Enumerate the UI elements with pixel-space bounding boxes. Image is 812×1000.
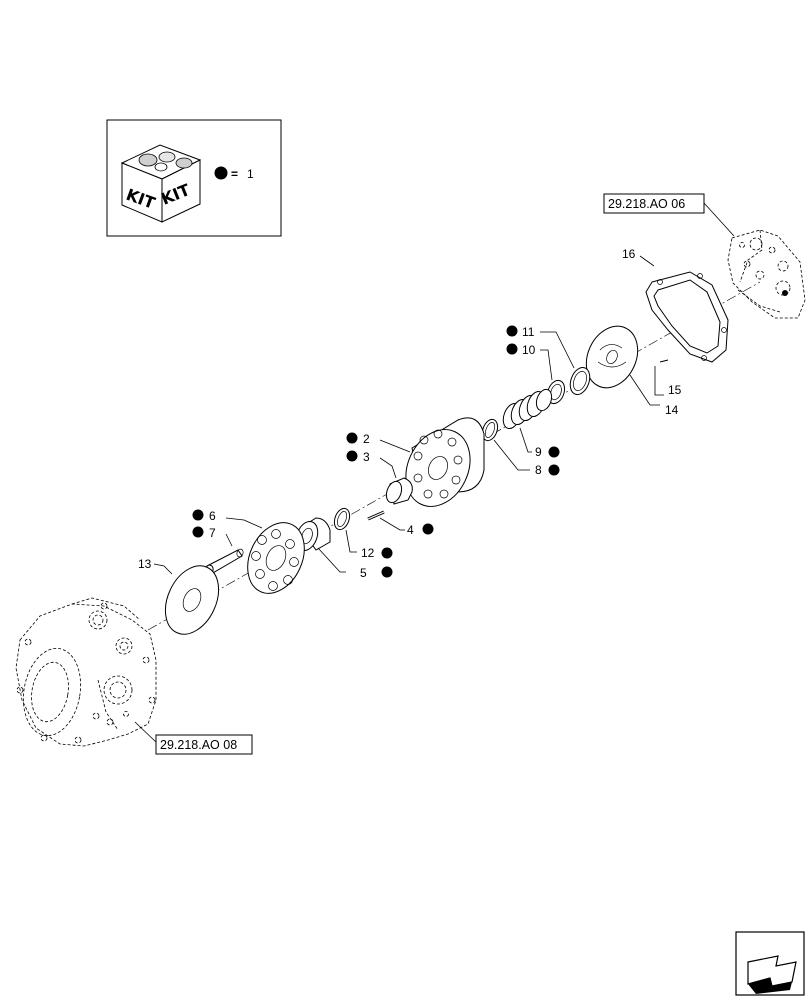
reference-text-bottom: 29.218.AO 08 [160, 738, 237, 752]
callout-12: 12 [361, 546, 375, 560]
part-8-ring [481, 418, 499, 442]
callout-9: 9 [535, 445, 542, 459]
callout-7: 7 [209, 526, 216, 540]
kit-dot-5 [381, 566, 393, 578]
callout-10: 10 [522, 343, 536, 357]
part-13-swash-plate [164, 565, 220, 635]
kit-dot-7 [192, 526, 204, 538]
part-12-ring [333, 507, 351, 531]
part-9-spring [502, 388, 553, 430]
callout-16: 16 [622, 247, 636, 261]
part-14-port-plate [585, 325, 639, 389]
callout-5: 5 [360, 566, 367, 580]
part-11-ring [569, 366, 591, 396]
part-2-cylinder-barrel [405, 417, 485, 507]
part-3-bushing [385, 477, 413, 505]
callout-2: 2 [363, 432, 370, 446]
part-15-pin [659, 359, 669, 363]
kit-dot-8 [548, 464, 560, 476]
kit-legend: KIT KIT = 1 [106, 119, 282, 237]
reference-box-top[interactable]: 29.218.AO 06 [603, 193, 705, 214]
filled-dot-icon [214, 166, 228, 180]
valve-block [727, 229, 806, 319]
reference-box-bottom[interactable]: 29.218.AO 08 [155, 734, 253, 755]
callout-4: 4 [407, 523, 414, 537]
callout-6: 6 [209, 509, 216, 523]
kit-dot-4 [422, 523, 434, 535]
callout-3: 3 [363, 450, 370, 464]
kit-dot-10 [506, 343, 518, 355]
reference-text-top: 29.218.AO 06 [608, 197, 685, 211]
kit-dot-6 [192, 509, 204, 521]
pump-housing [15, 597, 157, 747]
kit-equals: = [231, 167, 238, 181]
kit-dot-2 [346, 432, 358, 444]
kit-dot-11 [506, 325, 518, 337]
kit-dot-12 [381, 547, 393, 559]
callout-11: 11 [522, 325, 535, 339]
kit-quantity: 1 [247, 167, 254, 181]
callout-8: 8 [535, 463, 542, 477]
kit-dot-3 [346, 450, 358, 462]
part-16-gasket [645, 271, 729, 363]
kit-box-icon: KIT KIT [120, 144, 202, 223]
back-arrow-icon[interactable] [735, 931, 805, 996]
callout-15: 15 [668, 383, 682, 397]
callout-14: 14 [665, 403, 679, 417]
part-6-retainer-plate [247, 522, 305, 594]
callout-13: 13 [138, 557, 152, 571]
kit-dot-9 [548, 446, 560, 458]
